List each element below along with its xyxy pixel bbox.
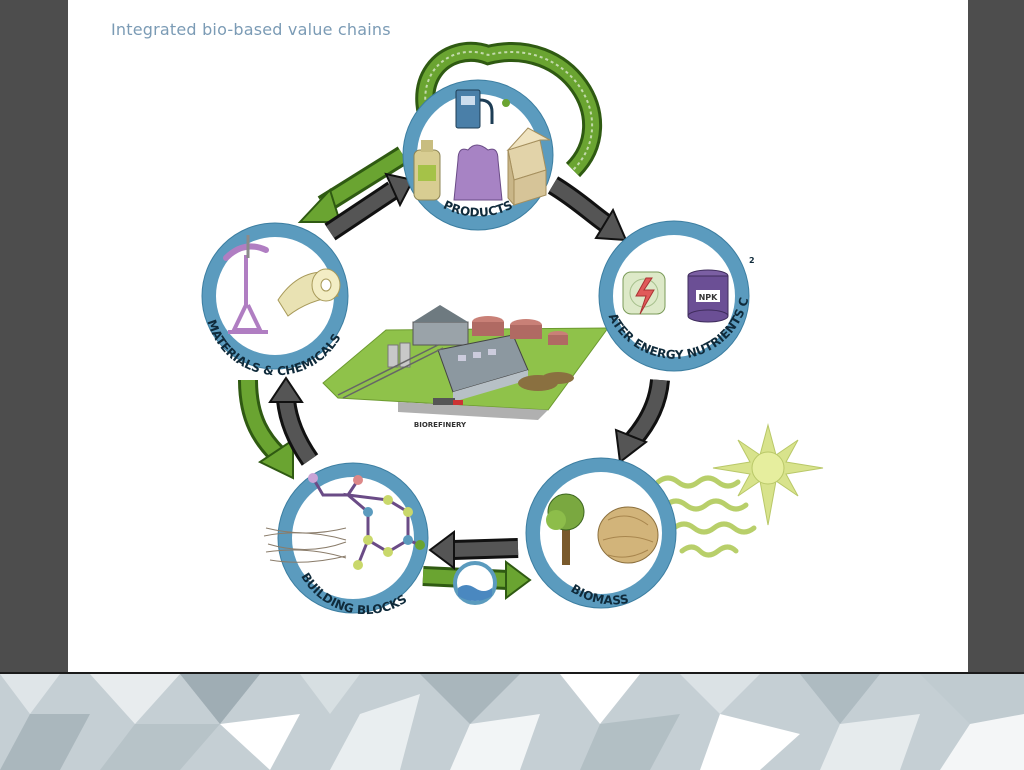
value-chain-diagram: BIOREFINERY [68, 0, 824, 617]
fuel-pump-icon [455, 89, 510, 129]
npk-label: NPK [699, 293, 719, 302]
energy-icon [622, 271, 666, 315]
hay-bale-icon [597, 506, 659, 564]
molecule-atoms [308, 473, 425, 570]
node-products: PRODUCTS [402, 79, 554, 231]
dark-arrow-water-to-biomass [614, 378, 670, 464]
dark-arrow-products-to-water [547, 176, 628, 242]
slide: Integrated bio-based value chains [68, 0, 968, 672]
sunlight-waves [655, 475, 757, 558]
dark-arrow-building-to-materials [268, 376, 319, 466]
node-building-blocks: BUILDING BLOCKS [263, 462, 429, 617]
cardboard-box-icon [506, 127, 551, 207]
tree-icon [546, 493, 585, 565]
node-materials-chemicals: MATERIALS & CHEMICALS [201, 222, 349, 378]
biorefinery-label: BIOREFINERY [414, 421, 467, 429]
green-arrow-materials-to-building [238, 379, 294, 480]
products-label: PRODUCTS [441, 198, 514, 220]
dark-arrow-biomass-to-building [428, 530, 519, 570]
lab-stand-icon [223, 235, 269, 334]
node-biomass: BIOMASS [525, 457, 677, 609]
biorefinery-illustration: BIOREFINERY [322, 305, 609, 429]
fibers-icon [263, 527, 347, 563]
green-arrow-products-to-materials [297, 146, 409, 223]
dark-arrow-materials-to-products [324, 172, 415, 241]
co2-subscript: 2 [749, 256, 755, 265]
water-icon [453, 561, 497, 605]
plastic-bag-icon [453, 144, 503, 201]
bottle-icon [413, 140, 441, 201]
npk-barrel-icon: NPK [687, 269, 729, 323]
slide-title: Integrated bio-based value chains [111, 20, 391, 39]
footer-pattern [0, 672, 1024, 770]
sun-icon [712, 423, 824, 526]
paper-roll-icon [277, 268, 341, 317]
